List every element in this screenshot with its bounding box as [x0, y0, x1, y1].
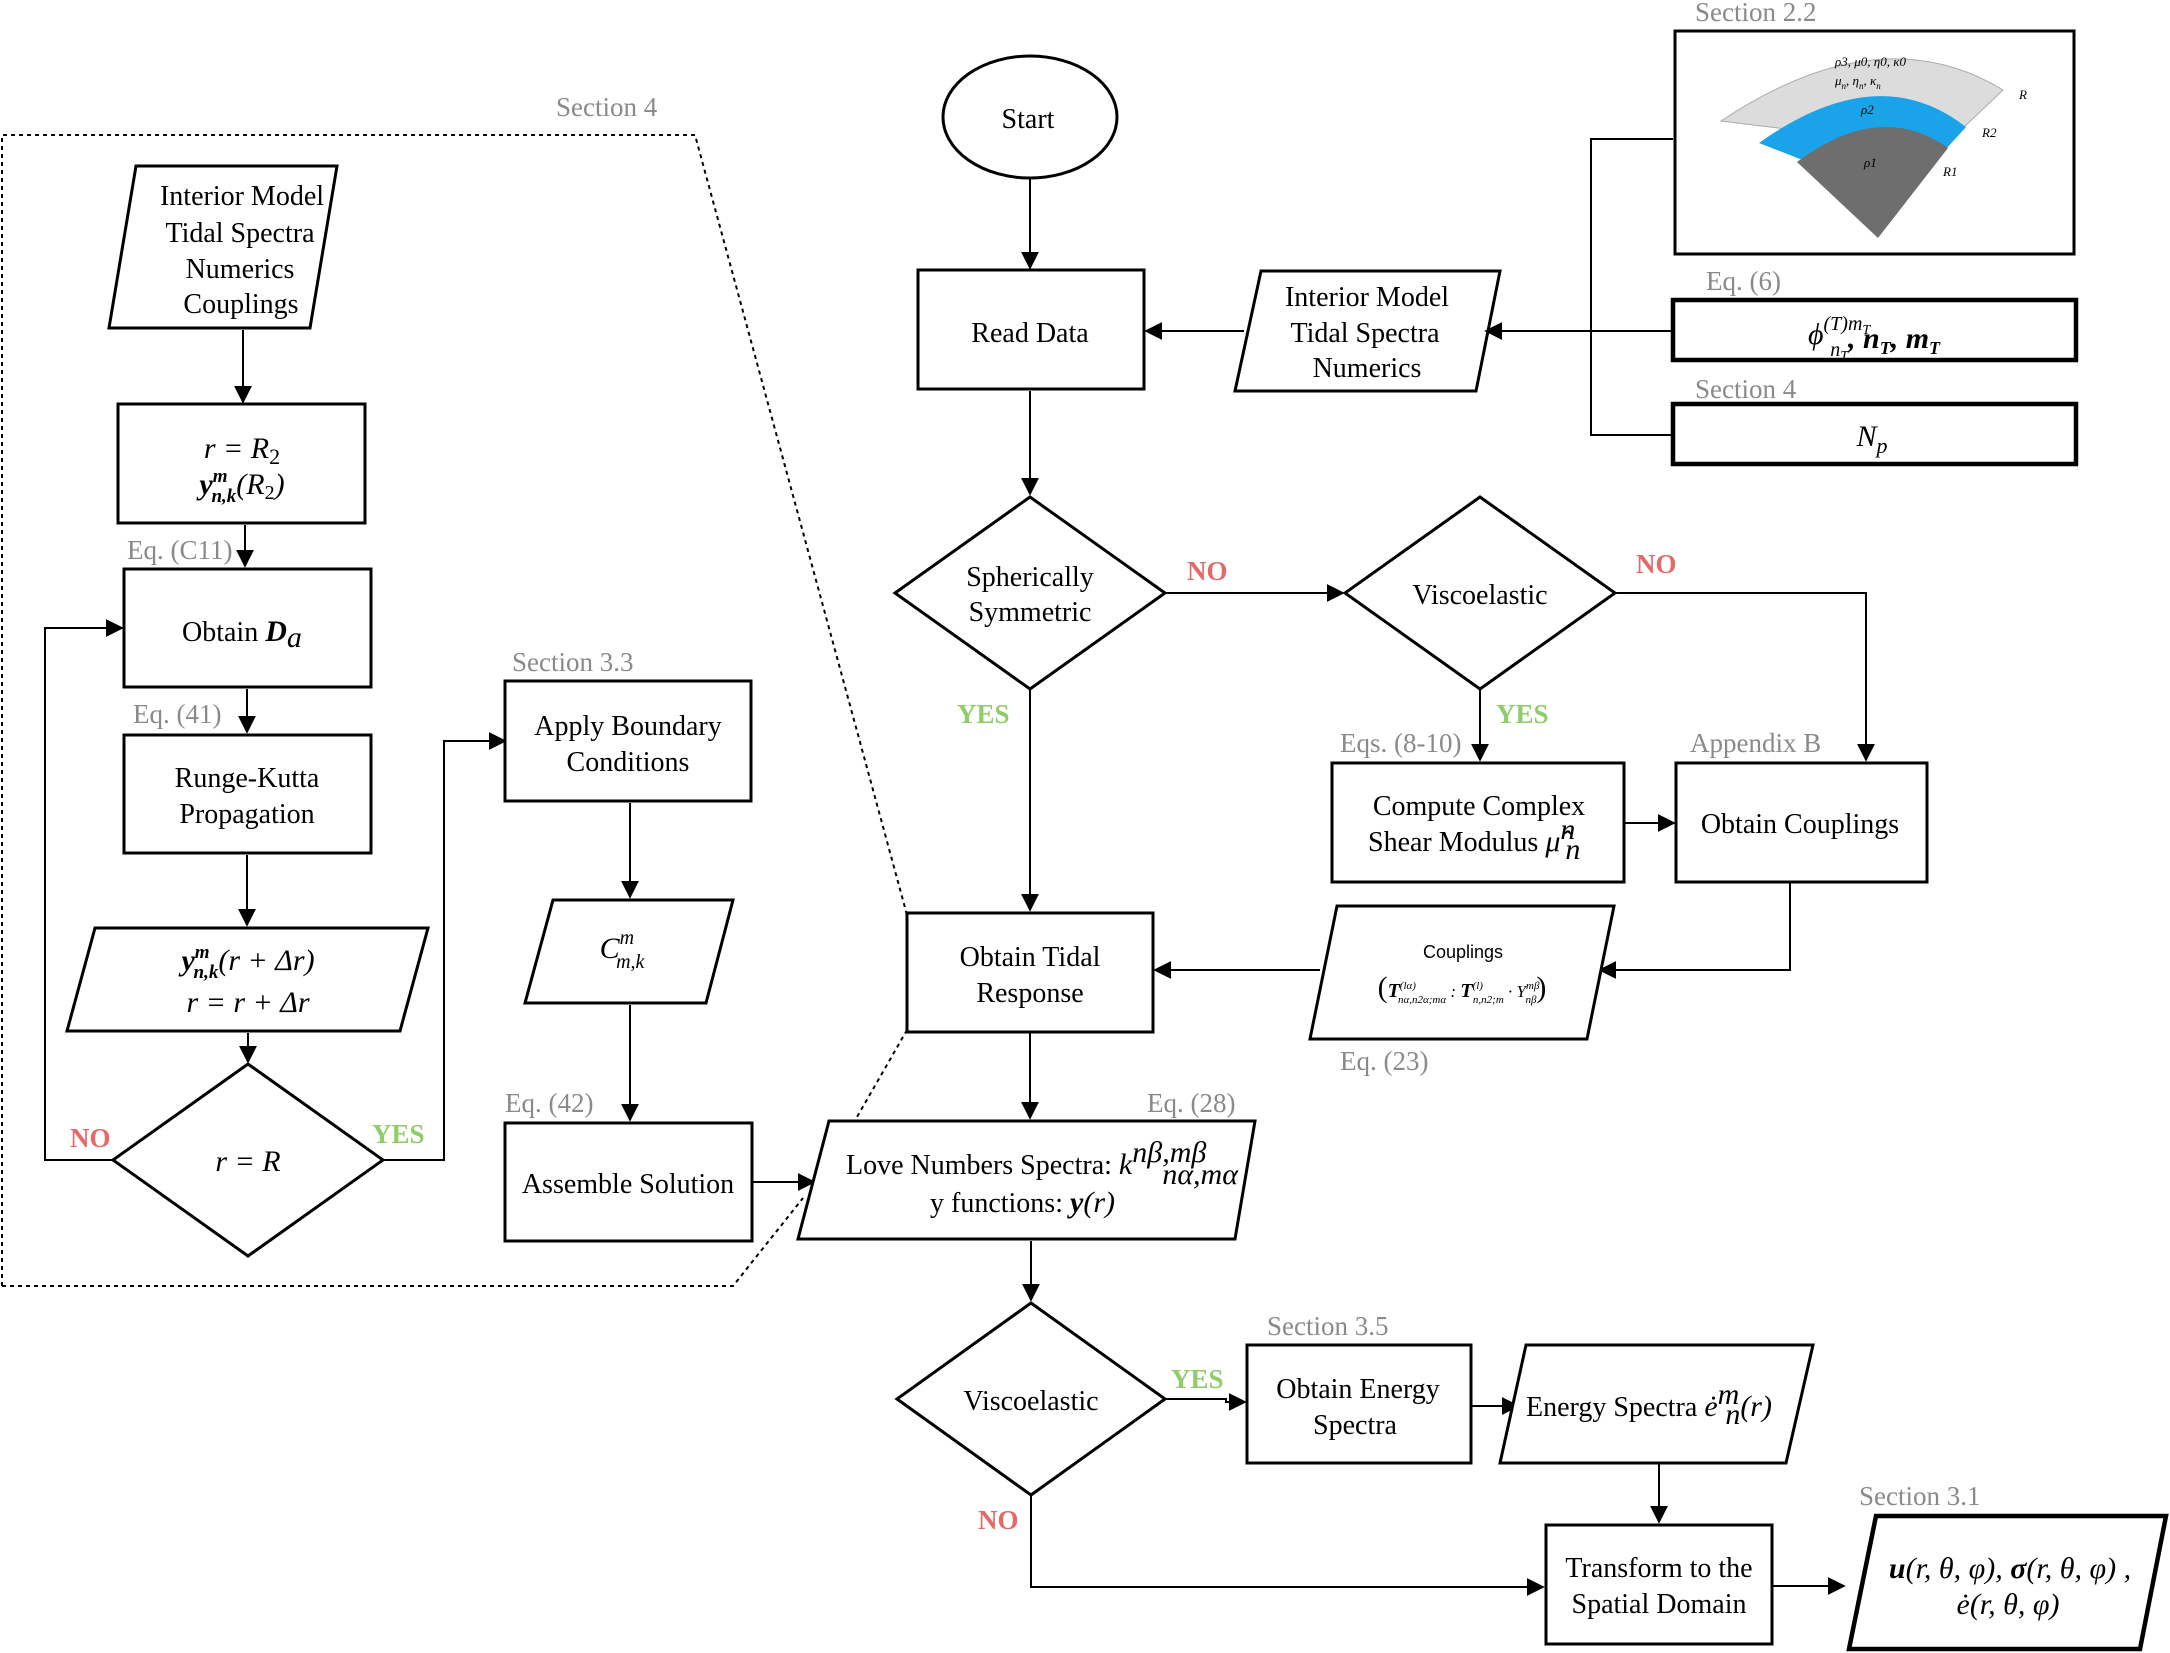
np-node: Np — [1670, 401, 2079, 467]
no-label-loop: NO — [70, 1123, 111, 1153]
input-tidal-spectra: Tidal Spectra — [165, 218, 315, 249]
tidal-response-line1: Obtain Tidal — [960, 942, 1101, 973]
transform-line2: Spatial Domain — [1572, 1589, 1747, 1620]
radius-r: R — [2018, 87, 2027, 102]
core-layer — [1797, 127, 1948, 238]
r-update: r = r + Δr — [186, 986, 309, 1019]
spatial-output-line2: ė(r, θ, φ) — [1957, 1588, 2060, 1621]
subprocess-inputs-node: Interior Model Tidal Spectra Numerics Co… — [107, 164, 339, 330]
viscoelastic-top-decision: Viscoelastic — [1342, 495, 1618, 691]
transform-line1: Transform to the — [1565, 1553, 1752, 1584]
main-input-tidal-spectra: Tidal Spectra — [1290, 318, 1440, 349]
obtain-energy-line2: Spectra — [1313, 1410, 1398, 1441]
appendix-b-label: Appendix B — [1690, 728, 1821, 758]
read-data-node: Read Data — [916, 268, 1146, 391]
obtain-couplings-node: Obtain Couplings — [1674, 761, 1929, 884]
obtain-da-label: Obtain Da — [182, 615, 302, 654]
main-inputs-node: Interior Model Tidal Spectra Numerics — [1233, 269, 1502, 393]
eq-6-label: Eq. (6) — [1706, 266, 1781, 296]
numerics-subprocess-region: Section 4 — [1, 92, 908, 1287]
section-3-5-label: Section 3.5 — [1267, 1311, 1389, 1341]
section-4-np-label: Section 4 — [1695, 374, 1797, 404]
couplings-tensor-node: Couplings (T(lα)nα,n2α;mα : T(l)n,n2;m ·… — [1308, 904, 1616, 1041]
runge-kutta-line2: Propagation — [179, 799, 314, 830]
yes-label-boundary: YES — [372, 1119, 425, 1149]
apply-boundary-node: Apply Boundary Conditions — [503, 679, 753, 803]
input-couplings: Couplings — [183, 289, 298, 320]
input-numerics: Numerics — [186, 254, 295, 285]
viscoelastic-bottom-decision: Viscoelastic — [894, 1301, 1168, 1497]
yes-label-energy: YES — [1171, 1364, 1224, 1394]
love-numbers-line2: y functions: y(r) — [930, 1186, 1115, 1219]
middle-layer-density: ρ2 — [1860, 102, 1874, 117]
assemble-solution-node: Assemble Solution — [503, 1121, 754, 1243]
transform-node: Transform to the Spatial Domain — [1544, 1523, 1774, 1646]
section-3-3-label: Section 3.3 — [512, 647, 634, 677]
viscoelastic-top-label: Viscoelastic — [1412, 580, 1547, 611]
no-label-viscoelastic: NO — [1636, 549, 1677, 579]
obtain-energy-node: Obtain Energy Spectra — [1245, 1343, 1473, 1465]
main-input-numerics: Numerics — [1313, 353, 1422, 384]
eq-28-label: Eq. (28) — [1147, 1088, 1235, 1118]
no-label-symmetric: NO — [1187, 556, 1228, 586]
runge-kutta-node: Runge-Kutta Propagation — [122, 733, 373, 855]
yes-label-symmetric: YES — [957, 699, 1010, 729]
obtain-da-node: Obtain Da — [122, 567, 373, 689]
start-label: Start — [1002, 104, 1055, 135]
obtain-tidal-response-node: Obtain Tidal Response — [905, 911, 1155, 1034]
section-2-2-label: Section 2.2 — [1695, 0, 1817, 27]
interior-model-figure: ρ3, μ0, η0, κ0 μn, ηn, κn ρ2 ρ1 R R2 R1 — [1673, 29, 2076, 256]
no-label-energy: NO — [978, 1505, 1019, 1535]
yes-label-viscoelastic: YES — [1496, 699, 1549, 729]
radius-r2: R2 — [1981, 125, 1997, 140]
obtain-energy-line1: Obtain Energy — [1276, 1374, 1440, 1405]
spherically-symmetric-line1: Spherically — [966, 562, 1094, 593]
main-input-interior-model: Interior Model — [1285, 282, 1449, 313]
spherically-symmetric-line2: Symmetric — [969, 597, 1092, 628]
obtain-couplings-label: Obtain Couplings — [1701, 809, 1899, 840]
assemble-solution-label: Assemble Solution — [522, 1169, 734, 1200]
runge-kutta-line1: Runge-Kutta — [175, 763, 320, 794]
outer-layer-params: ρ3, μ0, η0, κ0 — [1834, 54, 1906, 69]
tidal-response-line2: Response — [976, 978, 1083, 1009]
r-equals-r-decision: r = R — [110, 1062, 386, 1258]
r-equals-r-label: r = R — [215, 1145, 280, 1178]
spatial-output-node: u(r, θ, φ), σ(r, θ, φ) , ė(r, θ, φ) — [1846, 1513, 2169, 1652]
section-3-1-label: Section 3.1 — [1859, 1481, 1981, 1511]
spatial-output-line1: u(r, θ, φ), σ(r, θ, φ) , — [1889, 1552, 2131, 1585]
couplings-title: Couplings — [1423, 942, 1503, 962]
spherically-symmetric-decision: Spherically Symmetric — [892, 495, 1168, 691]
eq-42-label: Eq. (42) — [505, 1088, 593, 1118]
r-equals-r2: r = R2 — [204, 432, 280, 469]
eq-23-label: Eq. (23) — [1340, 1046, 1428, 1076]
read-data-label: Read Data — [971, 318, 1089, 349]
eqs-8-10-label: Eqs. (8-10) — [1340, 728, 1461, 758]
section-4-label: Section 4 — [556, 92, 658, 122]
eq-41-label: Eq. (41) — [133, 699, 221, 729]
input-interior-model: Interior Model — [160, 181, 324, 212]
compute-shear-line1: Compute Complex — [1373, 791, 1585, 822]
core-layer-density: ρ1 — [1863, 155, 1877, 170]
radius-r1: R1 — [1942, 164, 1957, 179]
start-node: Start — [941, 54, 1119, 180]
outer-layer-params-n: μn, ηn, κn — [1834, 73, 1881, 91]
apply-boundary-line2: Conditions — [567, 747, 690, 778]
apply-boundary-line1: Apply Boundary — [534, 711, 721, 742]
viscoelastic-bottom-label: Viscoelastic — [963, 1386, 1098, 1417]
eq-c11-label: Eq. (C11) — [127, 535, 232, 565]
